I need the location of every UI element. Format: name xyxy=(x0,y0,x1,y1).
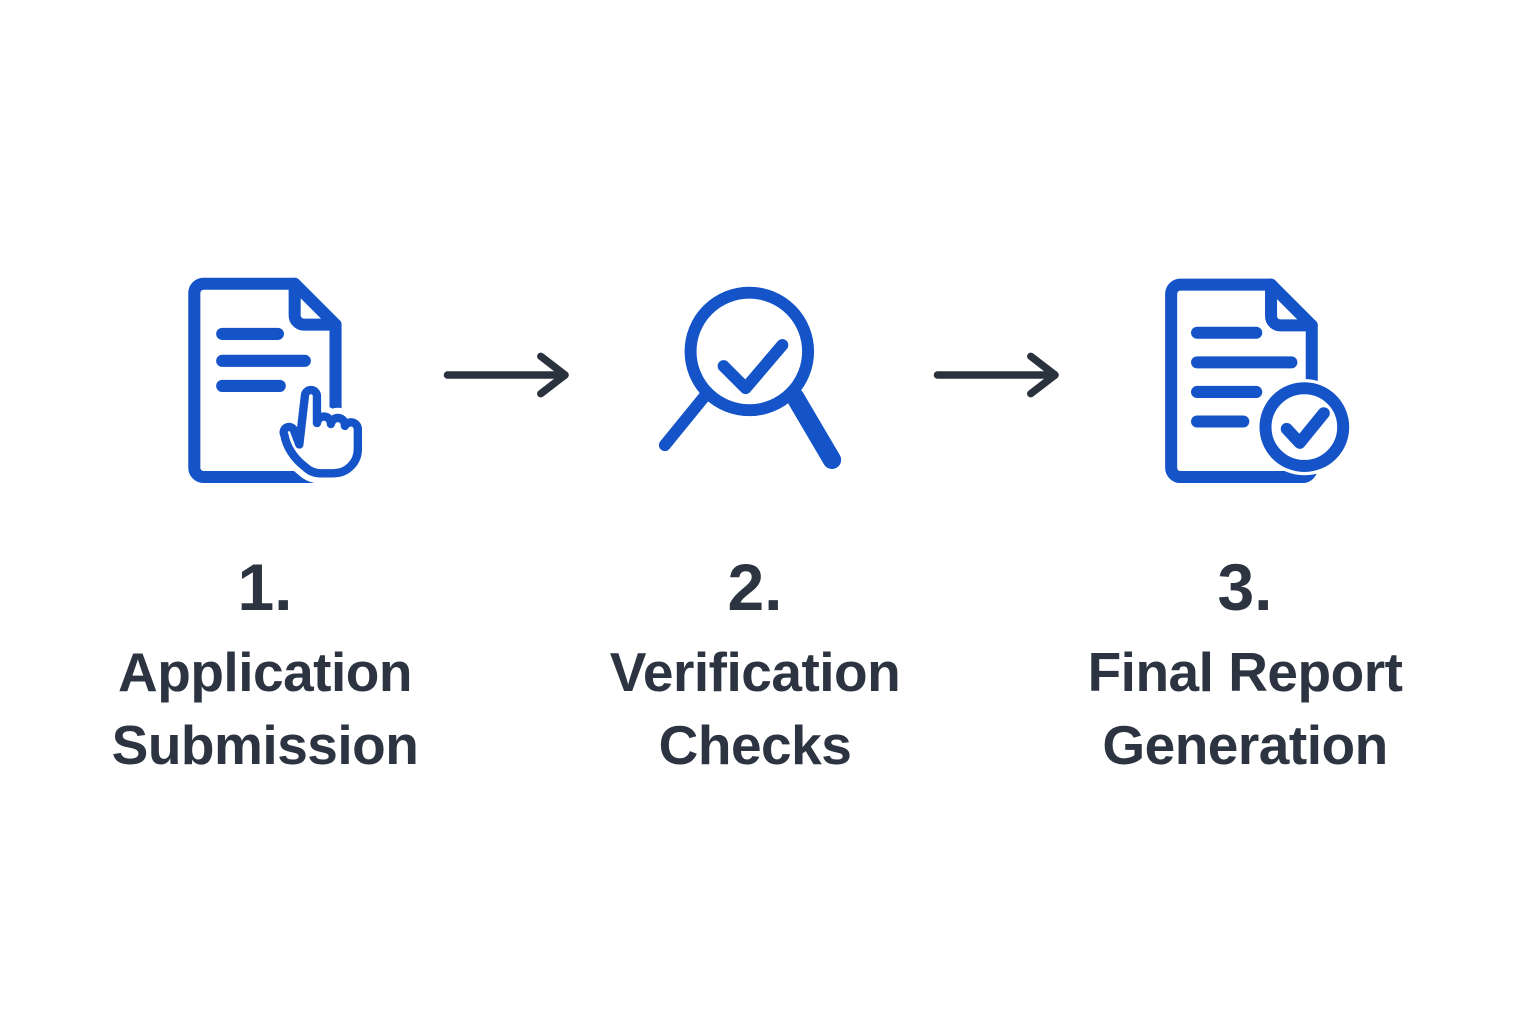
step-label-line-1: Final Report xyxy=(1087,641,1403,703)
document-check-icon xyxy=(1164,278,1353,483)
step-label-line-1: Application xyxy=(118,641,412,703)
step-number: 2. xyxy=(727,550,783,624)
arrow-2 xyxy=(925,347,1075,403)
step-final-report-generation: 3. Final Report Generation xyxy=(1075,261,1415,781)
step-1-icon-box xyxy=(159,261,371,496)
process-diagram: 1. Application Submission 2. xyxy=(95,261,1415,781)
step-verification-checks: 2. Verification Checks xyxy=(585,261,925,781)
step-label: Verification Checks xyxy=(609,636,901,781)
step-label: Application Submission xyxy=(112,636,419,781)
step-label-line-2: Submission xyxy=(111,713,419,776)
arrow-1 xyxy=(435,347,585,403)
document-tap-icon xyxy=(188,277,369,484)
step-label: Final Report Generation xyxy=(1088,636,1403,781)
step-label-line-1: Verification xyxy=(609,641,901,703)
step-label-line-2: Generation xyxy=(1102,713,1388,776)
step-number: 3. xyxy=(1217,550,1273,624)
step-label-line-2: Checks xyxy=(658,713,852,776)
step-application-submission: 1. Application Submission xyxy=(95,261,435,781)
step-3-icon-box xyxy=(1136,261,1354,496)
arrow-right-icon xyxy=(443,352,569,398)
step-2-icon-box xyxy=(652,261,859,496)
arrow-right-icon xyxy=(933,352,1059,398)
magnifier-check-icon xyxy=(658,286,841,469)
step-number: 1. xyxy=(237,550,293,624)
